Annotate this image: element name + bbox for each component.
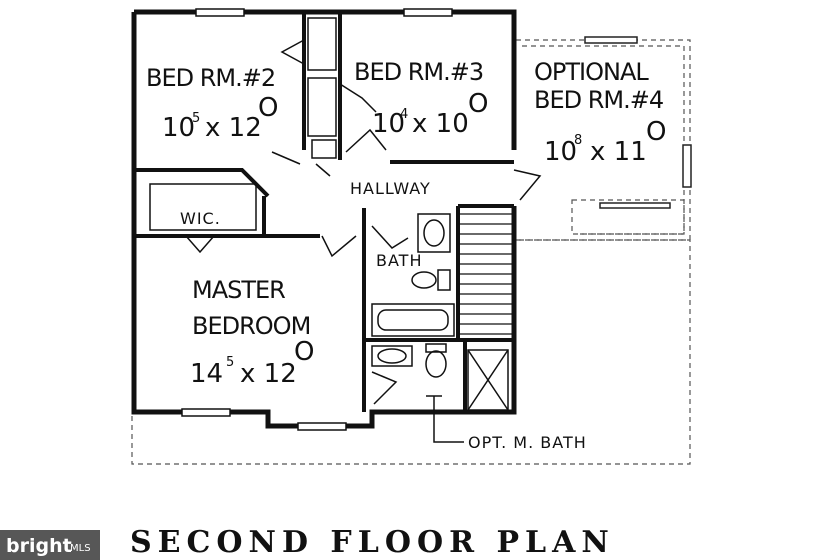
mls-watermark: bright MLS xyxy=(0,530,100,560)
bed3-dim-b: x 10 xyxy=(412,109,469,139)
bed3-dim-a: 10 xyxy=(372,109,405,139)
bed4-name-line2: BED RM.#4 xyxy=(534,86,663,114)
master-dim-b: x 12 xyxy=(240,359,297,389)
top-windows xyxy=(181,8,453,431)
bed3-dim-a-sup: 4 xyxy=(400,107,408,122)
master-name-line1: MASTER xyxy=(192,276,285,304)
opt-bath-label: OPT. M. BATH xyxy=(468,433,587,452)
master-dim-b-sup: O xyxy=(294,337,314,367)
bed2-dim-b: x 12 xyxy=(205,113,262,143)
bed3-dim-b-sup: O xyxy=(468,89,488,119)
bath-fixtures xyxy=(371,213,509,411)
hallway-label: HALLWAY xyxy=(350,179,431,198)
stairs xyxy=(458,213,512,335)
interior-walls xyxy=(134,12,514,412)
optional-windows xyxy=(584,36,692,209)
closets xyxy=(149,17,337,231)
bed3-name: BED RM.#3 xyxy=(354,58,483,86)
bed4-dim-a: 10 xyxy=(544,137,577,167)
optional-area-outline xyxy=(131,39,691,465)
watermark-suffix: MLS xyxy=(70,543,91,554)
bed2-dim-b-sup: O xyxy=(258,93,278,123)
master-name-line2: BEDROOM xyxy=(192,312,310,340)
bed4-name-line1: OPTIONAL xyxy=(534,58,649,86)
master-dim-a-sup: 5 xyxy=(226,355,234,370)
opt-bath-leader xyxy=(433,396,464,443)
bed2-dim-a: 10 xyxy=(162,113,195,143)
doors xyxy=(185,39,542,405)
bed2-name: BED RM.#2 xyxy=(146,64,275,92)
bath-label: BATH xyxy=(376,251,422,270)
bed4-dim-b-sup: O xyxy=(646,117,666,147)
plan-title: SECOND FLOOR PLAN xyxy=(130,525,615,560)
bed2-dim-a-sup: 5 xyxy=(192,111,200,126)
watermark-brand: bright xyxy=(6,535,72,557)
bed4-dim-b: x 11 xyxy=(590,137,647,167)
bed4-dim-a-sup: 8 xyxy=(574,133,582,148)
wic-label: WIC. xyxy=(180,209,221,228)
master-dim-a: 14 xyxy=(190,359,223,389)
